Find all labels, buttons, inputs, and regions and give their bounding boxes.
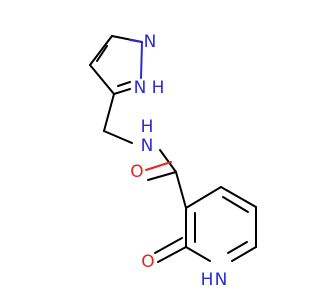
bond-carbonyl-o: [147, 171, 177, 181]
bond-c3-c4-double: [96, 45, 108, 62]
atom-label-amide-nh: N: [141, 136, 154, 156]
atom-label-pyrazole-nh: N: [134, 78, 147, 98]
bond-c6-n1-py: [231, 246, 257, 262]
bond-c3-c4: [89, 35, 113, 66]
bond-n1-c2-py: [185, 246, 211, 262]
pyridone-ring: [154, 186, 257, 263]
atom-label-pyrazole-nh-h: H: [152, 78, 165, 98]
atom-label-amide-o: O: [130, 162, 143, 182]
bond-c3-c4-py: [185, 186, 222, 209]
bond-c2-o-double: [154, 237, 183, 254]
bond-ch2-nh: [103, 130, 133, 144]
bond-carbonyl-o-double: [145, 161, 172, 171]
atom-label-amide-nh-h: H: [141, 117, 154, 137]
linker-chain: [103, 93, 187, 209]
bond-n1-n2: [140, 41, 143, 79]
bond-c5-n2: [113, 88, 131, 95]
atom-label-pyridone-nh: N: [215, 270, 228, 290]
bond-nh-carbonyl: [159, 149, 177, 173]
bond-c6-n1-py-double: [227, 241, 248, 254]
molecule-structure: N N H N H O O H N: [89, 32, 257, 290]
bond-c4-c5-py-double: [222, 196, 249, 213]
atom-label-pyridone-o: O: [141, 252, 154, 272]
pyrazole-ring: [89, 35, 143, 95]
bond-c4-c5: [89, 64, 115, 95]
bond-c2-o: [157, 246, 187, 263]
bond-carbonyl-c3: [175, 171, 187, 209]
bond-c4-c5-py: [220, 186, 257, 208]
bond-n1-c3-tint: [129, 39, 143, 43]
atom-labels: N N H N H O O H N: [130, 32, 227, 290]
bond-c5-n2-double: [117, 81, 131, 87]
atom-label-pyrazole-n1: N: [144, 32, 157, 52]
atom-label-pyridone-nh-h: H: [201, 270, 214, 290]
bond-c5-ch2: [103, 93, 115, 132]
